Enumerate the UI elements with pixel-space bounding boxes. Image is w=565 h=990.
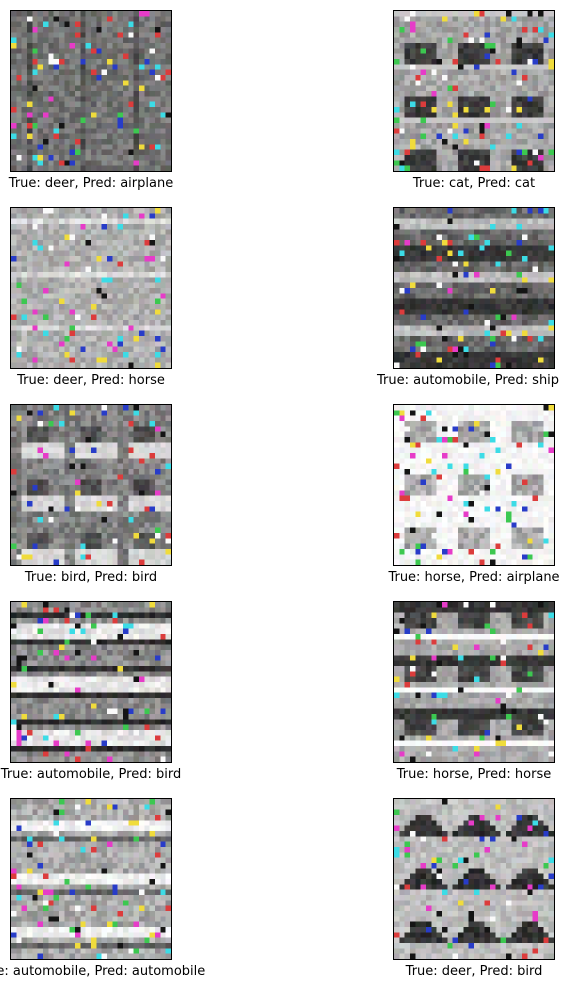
image-panel-7 — [10, 601, 172, 763]
image-panel-6 — [393, 404, 555, 566]
caption-10: True: deer, Pred: bird — [405, 964, 543, 979]
image-panel-10 — [393, 798, 555, 960]
image-thumbnail-8 — [394, 602, 554, 762]
image-thumbnail-9 — [11, 799, 171, 959]
image-thumbnail-6 — [394, 405, 554, 565]
caption-1: True: deer, Pred: airplane — [8, 176, 174, 191]
image-panel-8 — [393, 601, 555, 763]
image-panel-2 — [393, 10, 555, 172]
caption-3: True: deer, Pred: horse — [17, 373, 165, 388]
image-panel-9 — [10, 798, 172, 960]
caption-4: True: automobile, Pred: ship — [377, 373, 560, 388]
image-thumbnail-4 — [394, 208, 554, 368]
image-thumbnail-3 — [11, 208, 171, 368]
caption-8: True: horse, Pred: horse — [396, 767, 552, 782]
image-panel-4 — [393, 207, 555, 369]
image-thumbnail-5 — [11, 405, 171, 565]
image-panel-5 — [10, 404, 172, 566]
image-thumbnail-10 — [394, 799, 554, 959]
image-panel-3 — [10, 207, 172, 369]
image-thumbnail-1 — [11, 11, 171, 171]
caption-6: True: horse, Pred: airplane — [388, 570, 560, 585]
caption-9: True: automobile, Pred: automobile — [0, 964, 206, 979]
image-panel-1 — [10, 10, 172, 172]
caption-2: True: cat, Pred: cat — [412, 176, 536, 191]
caption-7: True: automobile, Pred: bird — [0, 767, 182, 782]
caption-5: True: bird, Pred: bird — [24, 570, 158, 585]
image-thumbnail-7 — [11, 602, 171, 762]
image-thumbnail-2 — [394, 11, 554, 171]
